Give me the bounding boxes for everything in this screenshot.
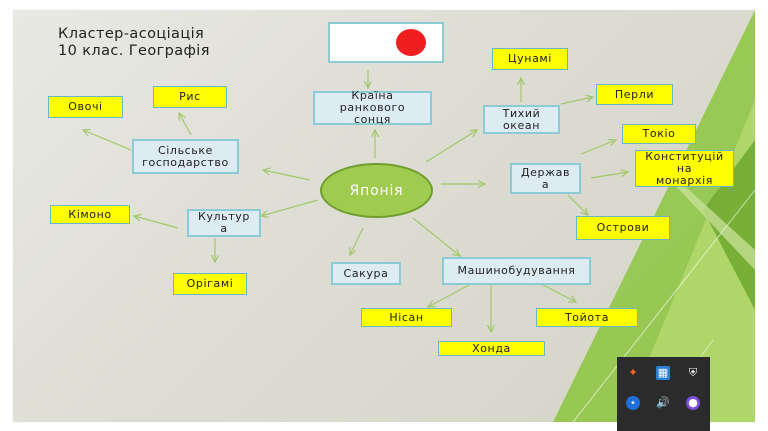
flag-red-disc (396, 29, 426, 56)
japan-flag (328, 22, 444, 63)
title-line-1: Кластер-асоціація (58, 26, 205, 42)
node-islands: Острови (576, 216, 670, 240)
node-state: Держав а (510, 163, 581, 194)
node-tsunami: Цунамі (492, 48, 568, 70)
slide-title: Кластер-асоціація 10 клас. Географія (58, 26, 210, 60)
node-pearls: Перли (596, 84, 673, 105)
title-line-2: 10 клас. Географія (58, 43, 210, 59)
system-tray-popup: ✦ ▦ ⛨ ⋆ 🔊 ● (617, 357, 710, 431)
connector-lines (13, 70, 755, 422)
node-country: Країна ранкового сонця (313, 90, 432, 126)
bluetooth-icon[interactable]: ⋆ (626, 396, 640, 410)
node-japan: Японія (320, 163, 433, 218)
node-tokyo: Токіо (622, 124, 696, 144)
node-kimono: Кімоно (50, 205, 130, 224)
node-machinery: Машинобудування (442, 257, 591, 285)
node-toyota: Тойота (536, 308, 638, 327)
antivirus-icon[interactable]: ✦ (628, 366, 638, 379)
slide: Кластер-асоціація 10 клас. Географія Япо… (13, 10, 755, 422)
node-rice: Рис (153, 86, 227, 108)
node-vegetables: Овочі (48, 96, 123, 118)
node-monarchy: Конституцій на монархія (635, 150, 734, 187)
node-culture: Культур а (187, 209, 261, 237)
messenger-icon[interactable]: ● (686, 396, 700, 410)
network-icon[interactable]: ▦ (656, 366, 670, 380)
node-sakura: Сакура (331, 262, 401, 285)
node-honda: Хонда (438, 341, 545, 356)
node-origami: Орігамі (173, 273, 247, 295)
volume-icon[interactable]: 🔊 (656, 396, 670, 409)
node-ocean: Тихий океан (483, 105, 560, 134)
node-nissan: Нісан (361, 308, 452, 327)
security-shield-icon[interactable]: ⛨ (688, 366, 698, 379)
node-agriculture: Сільське господарство (132, 139, 239, 174)
